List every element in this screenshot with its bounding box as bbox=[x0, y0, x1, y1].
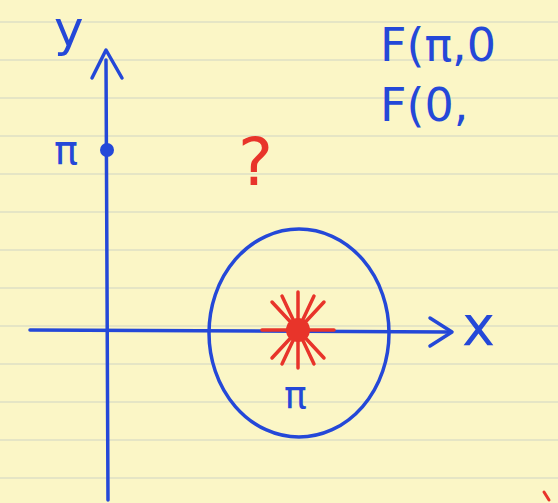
axis-label: y bbox=[54, 4, 84, 54]
red-mark bbox=[544, 492, 549, 500]
question-mark: ? bbox=[238, 130, 273, 196]
axis-value: π bbox=[54, 130, 78, 170]
x-axis bbox=[30, 330, 448, 332]
function-note: F(π,0 bbox=[380, 22, 496, 68]
red-point bbox=[286, 318, 310, 342]
x-arrowhead bbox=[430, 318, 452, 346]
red-star bbox=[262, 292, 334, 368]
y-arrowhead bbox=[92, 50, 122, 78]
ruled-lines bbox=[0, 22, 558, 478]
function-note: F(0, bbox=[380, 82, 468, 128]
axis-label: x bbox=[462, 298, 495, 354]
y-axis bbox=[106, 60, 108, 500]
point-label: π bbox=[284, 376, 307, 414]
region-circle: π bbox=[206, 226, 392, 440]
point-dot bbox=[100, 143, 114, 157]
